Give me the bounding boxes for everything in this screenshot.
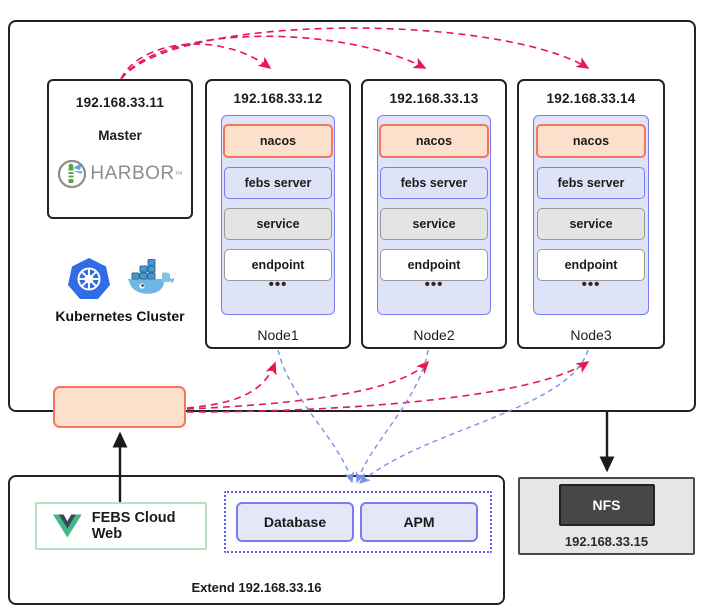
master-node-box[interactable]: 192.168.33.11 Master HARBOR ™ [47, 79, 193, 219]
chip-febs-server-2[interactable]: febs server [380, 167, 488, 199]
extend-services-group [224, 491, 492, 553]
harbor-logo-wrap: HARBOR ™ [57, 159, 183, 189]
chip-endpoint-2[interactable]: endpoint [380, 249, 488, 281]
kubernetes-icon [68, 258, 110, 299]
extend-ip-label: Extend 192.168.33.16 [191, 579, 322, 595]
master-ip: 192.168.33.11 [75, 95, 165, 110]
febs-cloud-web-box[interactable]: FEBS Cloud Web [35, 502, 207, 550]
harbor-icon [58, 159, 87, 189]
chip-nacos-3[interactable]: nacos [536, 124, 646, 158]
node-name-1: Node1 [257, 327, 299, 343]
nfs-panel[interactable]: NFS 192.168.33.15 [518, 477, 695, 555]
vue-icon [53, 514, 82, 538]
ingress-box[interactable] [53, 386, 186, 428]
node-inner-3: nacos febs server service endpoint ••• [533, 115, 649, 315]
database-box[interactable]: Database [236, 502, 354, 542]
chip-nacos-2[interactable]: nacos [379, 124, 489, 158]
node-ip-2: 192.168.33.13 [389, 90, 479, 106]
node-name-2: Node2 [413, 327, 455, 343]
chip-more-3: ••• [581, 276, 601, 293]
febs-cloud-web-label: FEBS Cloud Web [91, 510, 176, 542]
chip-service-2[interactable]: service [380, 208, 488, 240]
harbor-trademark: ™ [174, 169, 183, 179]
nfs-ip: 192.168.33.15 [564, 533, 649, 549]
nfs-box: NFS [558, 483, 655, 526]
node-ip-1: 192.168.33.12 [233, 90, 323, 106]
node-box-2[interactable]: 192.168.33.13 nacos febs server service … [361, 79, 507, 349]
chip-endpoint-1[interactable]: endpoint [224, 249, 332, 281]
chip-service-1[interactable]: service [224, 208, 332, 240]
docker-icon [128, 259, 174, 294]
chip-nacos-1[interactable]: nacos [223, 124, 333, 158]
node-box-1[interactable]: 192.168.33.12 nacos febs server service … [205, 79, 351, 349]
kubernetes-cluster-label: Kubernetes Cluster [55, 308, 185, 324]
node-inner-2: nacos febs server service endpoint ••• [377, 115, 491, 315]
chip-febs-server-1[interactable]: febs server [224, 167, 332, 199]
master-role: Master [98, 128, 142, 143]
chip-endpoint-3[interactable]: endpoint [537, 249, 645, 281]
node-ip-3: 192.168.33.14 [546, 90, 636, 106]
harbor-label: HARBOR [90, 163, 175, 184]
chip-more-2: ••• [424, 276, 444, 293]
chip-more-1: ••• [268, 276, 288, 293]
node-box-3[interactable]: 192.168.33.14 nacos febs server service … [517, 79, 665, 349]
chip-service-3[interactable]: service [537, 208, 645, 240]
node-name-3: Node3 [570, 327, 612, 343]
apm-box[interactable]: APM [360, 502, 478, 542]
chip-febs-server-3[interactable]: febs server [537, 167, 645, 199]
node-inner-1: nacos febs server service endpoint ••• [221, 115, 335, 315]
cluster-logos [55, 253, 185, 305]
